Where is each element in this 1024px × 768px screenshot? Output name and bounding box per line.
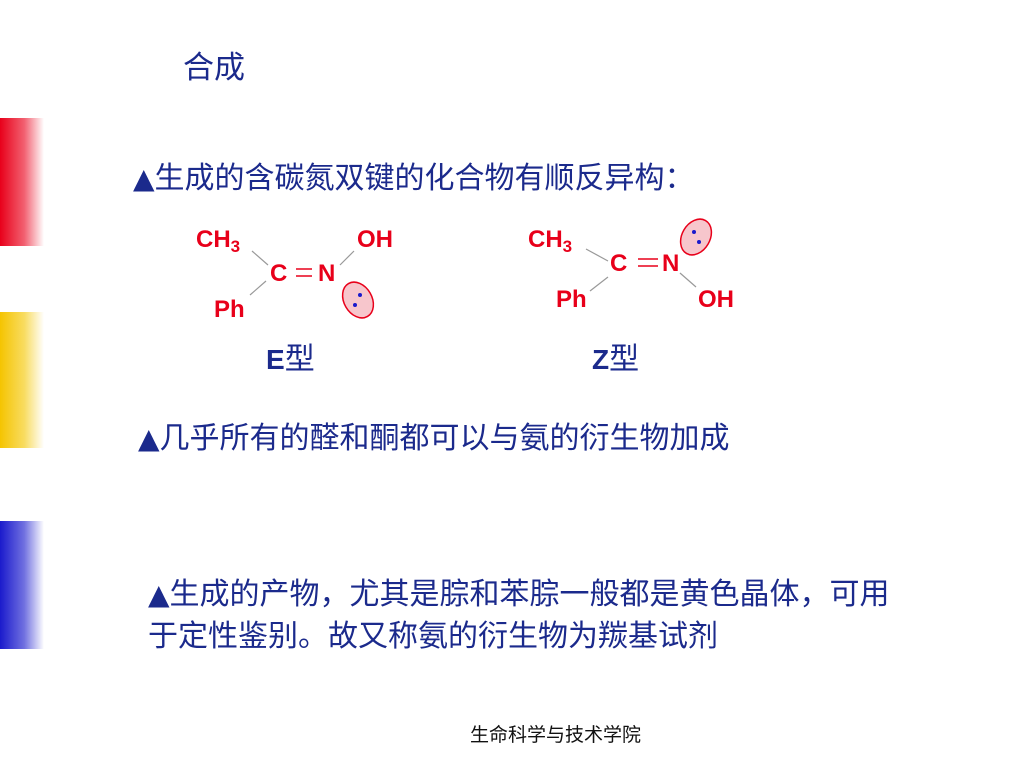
bond-ch3-c [251, 250, 269, 266]
paragraph-addition: ▲几乎所有的醛和酮都可以与氨的衍生物加成 [138, 418, 878, 460]
nitrogen-atom: N [318, 260, 335, 287]
lone-pair-dot [353, 303, 357, 307]
lone-pair-dot [697, 240, 701, 244]
paragraph-addition-text: 几乎所有的醛和酮都可以与氨的衍生物加成 [159, 421, 730, 456]
methyl-group: CH3 [196, 226, 240, 256]
decor-bar-blue [0, 521, 44, 649]
slide-title: 合成 [183, 50, 245, 86]
z-isomer-label: Z型 [592, 340, 639, 380]
carbon-atom: C [270, 260, 287, 287]
triangle-bullet-icon: ▲ [138, 422, 160, 455]
e-symbol: E [266, 344, 285, 375]
z-isomer-structure: CH3 C N OH Ph [528, 218, 734, 313]
methyl-group: CH3 [528, 226, 572, 256]
phenyl-group: Ph [214, 296, 245, 323]
paragraph-products-text: 生成的产物，尤其是腙和苯腙一般都是黄色晶体，可用于定性鉴别。故又称氨的衍生物为羰… [148, 577, 890, 654]
e-isomer-structure: CH3 C N OH Ph [196, 226, 393, 323]
z-suffix: 型 [609, 342, 640, 377]
lone-pair-dot [358, 293, 362, 297]
triangle-bullet-icon: ▲ [148, 578, 170, 611]
footer-institution: 生命科学与技术学院 [470, 724, 642, 746]
e-isomer-label: E型 [266, 340, 315, 380]
bond-n-oh [339, 250, 355, 266]
lone-pair-orbital [679, 218, 713, 256]
paragraph-products: ▲生成的产物，尤其是腙和苯腙一般都是黄色晶体，可用于定性鉴别。故又称氨的衍生物为… [148, 574, 918, 658]
bond-ph-c [249, 280, 267, 296]
decor-bar-red [0, 118, 44, 246]
bond-n-oh [679, 272, 697, 288]
lone-pair-orbital [341, 281, 375, 319]
nitrogen-atom: N [662, 250, 679, 277]
hydroxyl-group: OH [357, 226, 393, 253]
carbon-atom: C [610, 250, 627, 277]
paragraph-isomerism-text: 生成的含碳氮双键的化合物有顺反异构： [154, 161, 695, 196]
e-suffix: 型 [284, 342, 315, 377]
z-symbol: Z [592, 344, 610, 375]
bond-ph-c [589, 276, 609, 292]
decor-bar-yellow [0, 312, 44, 448]
paragraph-isomerism: ▲生成的含碳氮双键的化合物有顺反异构： [133, 158, 695, 200]
hydroxyl-group: OH [698, 286, 734, 313]
lone-pair-dot [692, 230, 696, 234]
bond-ch3-c [585, 248, 609, 262]
phenyl-group: Ph [556, 286, 587, 313]
triangle-bullet-icon: ▲ [133, 162, 155, 195]
